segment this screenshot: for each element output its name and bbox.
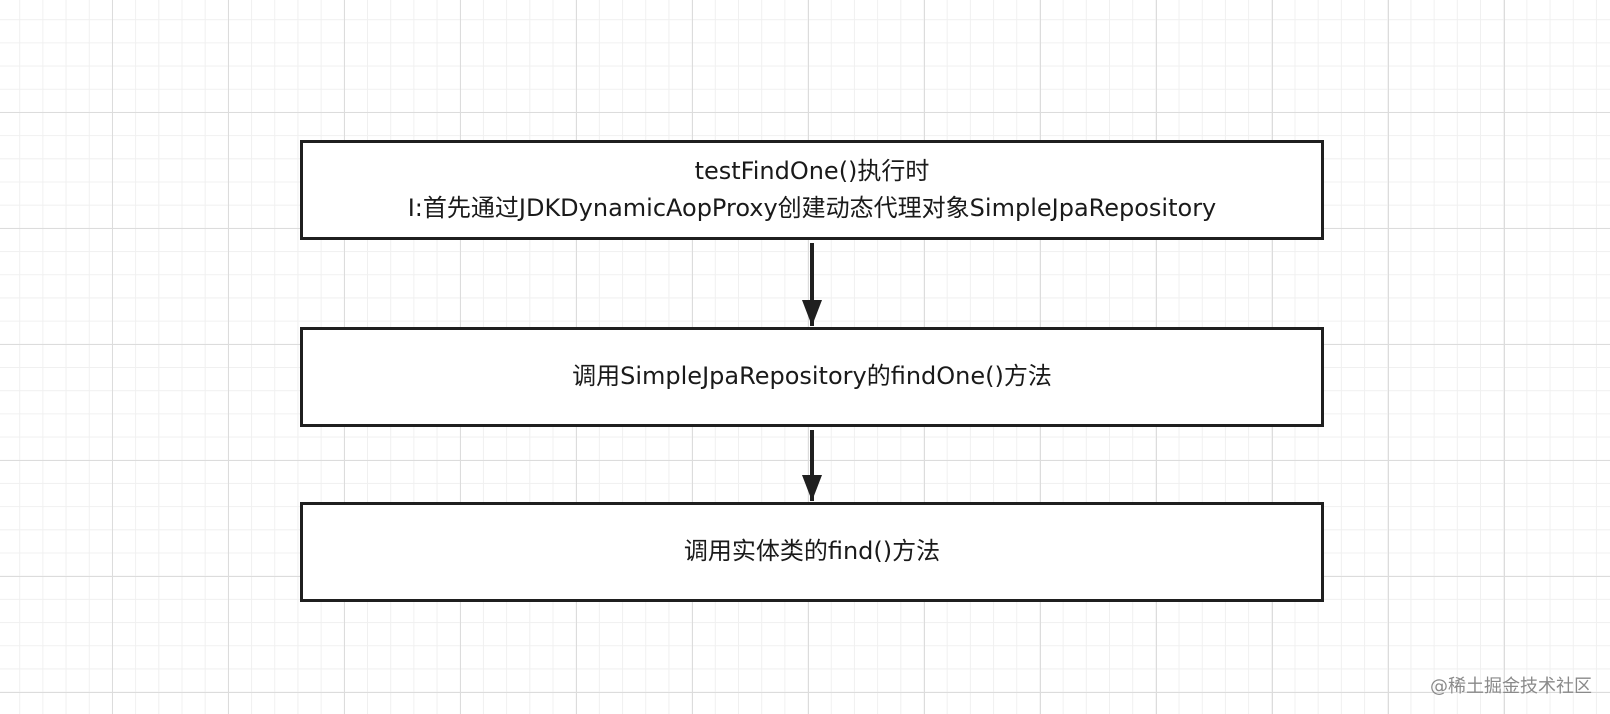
process-box-find[interactable]: 调用实体类的find()方法: [300, 502, 1324, 602]
process-box-findone[interactable]: 调用SimpleJpaRepository的findOne()方法: [300, 327, 1324, 427]
node-label-line-1: 调用SimpleJpaRepository的findOne()方法: [572, 362, 1052, 391]
node-label-line-1: 调用实体类的find()方法: [683, 537, 941, 566]
watermark-text: @稀土掘金技术社区: [1430, 676, 1592, 697]
arrowhead-icon: [802, 300, 822, 326]
process-box-testfindone[interactable]: testFindOne()执行时 I:首先通过JDKDynamicAopProx…: [300, 140, 1324, 240]
node-label-line-2: I:首先通过JDKDynamicAopProxy创建动态代理对象SimpleJp…: [407, 194, 1217, 222]
arrowhead-icon: [802, 475, 822, 501]
node-label-line-1: testFindOne()执行时: [694, 156, 930, 185]
